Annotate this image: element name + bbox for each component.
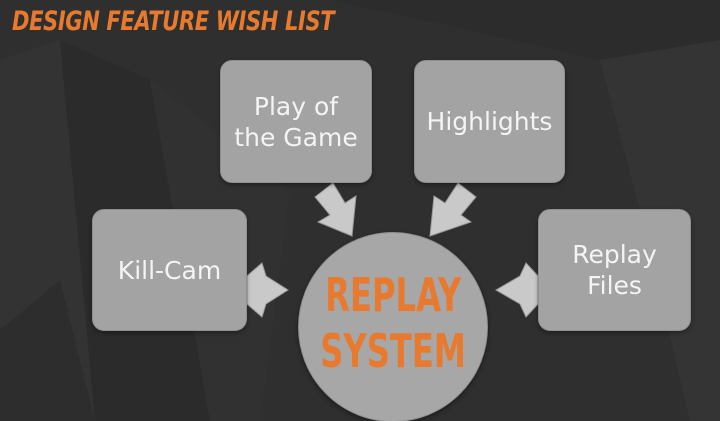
arrow-play-to-hub — [314, 182, 357, 237]
slide-title: DESIGN FEATURE WISH LIST — [12, 6, 335, 37]
hub-label-line: SYSTEM — [320, 324, 466, 378]
node-label-line: the Game — [234, 122, 358, 152]
node-label-line: Files — [587, 271, 642, 300]
arrow-killcam-to-hub — [246, 262, 289, 318]
node-label-line: Replay — [572, 240, 657, 269]
node-highlights: Highlights — [414, 60, 565, 183]
arrow-replay-to-hub — [495, 262, 539, 318]
node-kill-cam: Kill-Cam — [92, 209, 247, 331]
node-replay-files: Replay Files — [538, 209, 691, 331]
node-play-of-the-game: Play of the Game — [220, 60, 372, 183]
arrow-highlights-to-hub — [429, 182, 477, 237]
node-label-line: Kill-Cam — [117, 255, 222, 285]
node-label-line: Play of — [253, 91, 339, 121]
hub-replay-system: REPLAY SYSTEM — [298, 232, 488, 421]
node-label-line: Highlights — [426, 107, 553, 136]
hub-label-line: REPLAY — [324, 268, 462, 322]
